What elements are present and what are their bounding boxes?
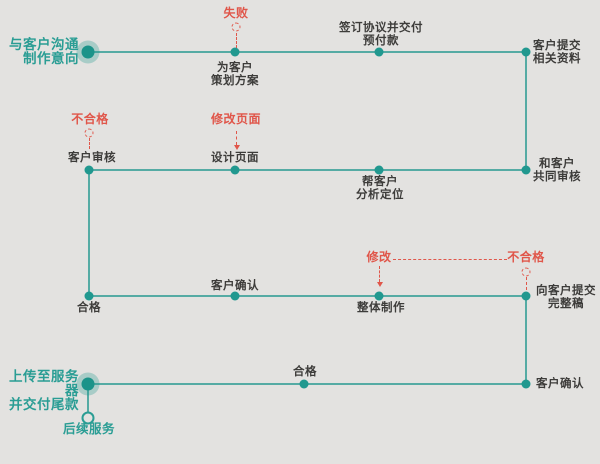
- materials-label: 客户提交 相关资料: [533, 38, 581, 65]
- followup-down-line: [87, 384, 89, 414]
- design-label: 设计页面: [211, 150, 259, 164]
- confirm2-label: 客户确认: [536, 376, 584, 390]
- unqualified2-label: 不合格: [507, 250, 545, 264]
- qualified2-label: 合格: [293, 364, 317, 378]
- materials-node: [521, 47, 531, 57]
- production-label: 整体制作: [357, 300, 405, 314]
- start-node: [81, 45, 95, 59]
- design-node: [230, 165, 240, 175]
- modify-label: 修改: [366, 250, 392, 264]
- joint-review-label: 和客户 共同审核: [533, 156, 581, 183]
- complete-draft-node: [521, 291, 531, 301]
- qualified2-node: [299, 379, 309, 389]
- materials-down-line: [525, 52, 527, 170]
- plan-label: 为客户 策划方案: [211, 60, 259, 87]
- modify-page-arrow-shaft: [236, 131, 237, 145]
- fail-dashed-line: [236, 33, 237, 48]
- stage1-title: 与客户沟通 制作意向: [9, 37, 79, 67]
- unqualified2-circle: [521, 267, 531, 277]
- stage2-title: 上传至服务器 并交付尾款: [9, 369, 79, 413]
- stage2-line: [89, 169, 526, 171]
- complete-draft-label: 向客户提交 完整稿: [536, 283, 596, 310]
- upload-node: [81, 377, 95, 391]
- sign-node: [374, 47, 384, 57]
- stage1-line: [88, 51, 526, 53]
- fail-label: 失败: [223, 6, 249, 20]
- fail-circle: [231, 22, 241, 32]
- review-label: 客户审核: [68, 150, 116, 164]
- stage3-line: [89, 295, 526, 297]
- analyze-label: 帮客户 分析定位: [356, 174, 404, 201]
- sign-label: 签订协议并交付 预付款: [339, 20, 423, 47]
- unqualified1-circle: [84, 128, 94, 138]
- draft-down-line: [525, 296, 527, 384]
- qualified1-node: [84, 291, 94, 301]
- modify-page-label: 修改页面: [210, 112, 262, 126]
- review-down-line: [88, 170, 90, 296]
- unqualified1-dashed-line: [89, 138, 90, 149]
- unqualified1-label: 不合格: [71, 112, 109, 126]
- unqualified2-dashed-line: [526, 277, 527, 290]
- confirm1-node: [230, 291, 240, 301]
- qualified1-label: 合格: [77, 300, 101, 314]
- follow-up-node: [81, 411, 95, 425]
- confirm2-node: [521, 379, 531, 389]
- modify-page-arrow-head: [233, 145, 240, 150]
- production-node: [374, 291, 384, 301]
- follow-up-label: 后续服务: [62, 421, 116, 436]
- review-node: [84, 165, 94, 175]
- confirm1-label: 客户确认: [211, 278, 259, 292]
- modify-unqualified-connector: [393, 259, 507, 260]
- analyze-node: [374, 165, 384, 175]
- modify-arrow-shaft: [379, 266, 380, 282]
- modify-arrow-head: [376, 282, 383, 287]
- joint-review-node: [521, 165, 531, 175]
- plan-node: [230, 47, 240, 57]
